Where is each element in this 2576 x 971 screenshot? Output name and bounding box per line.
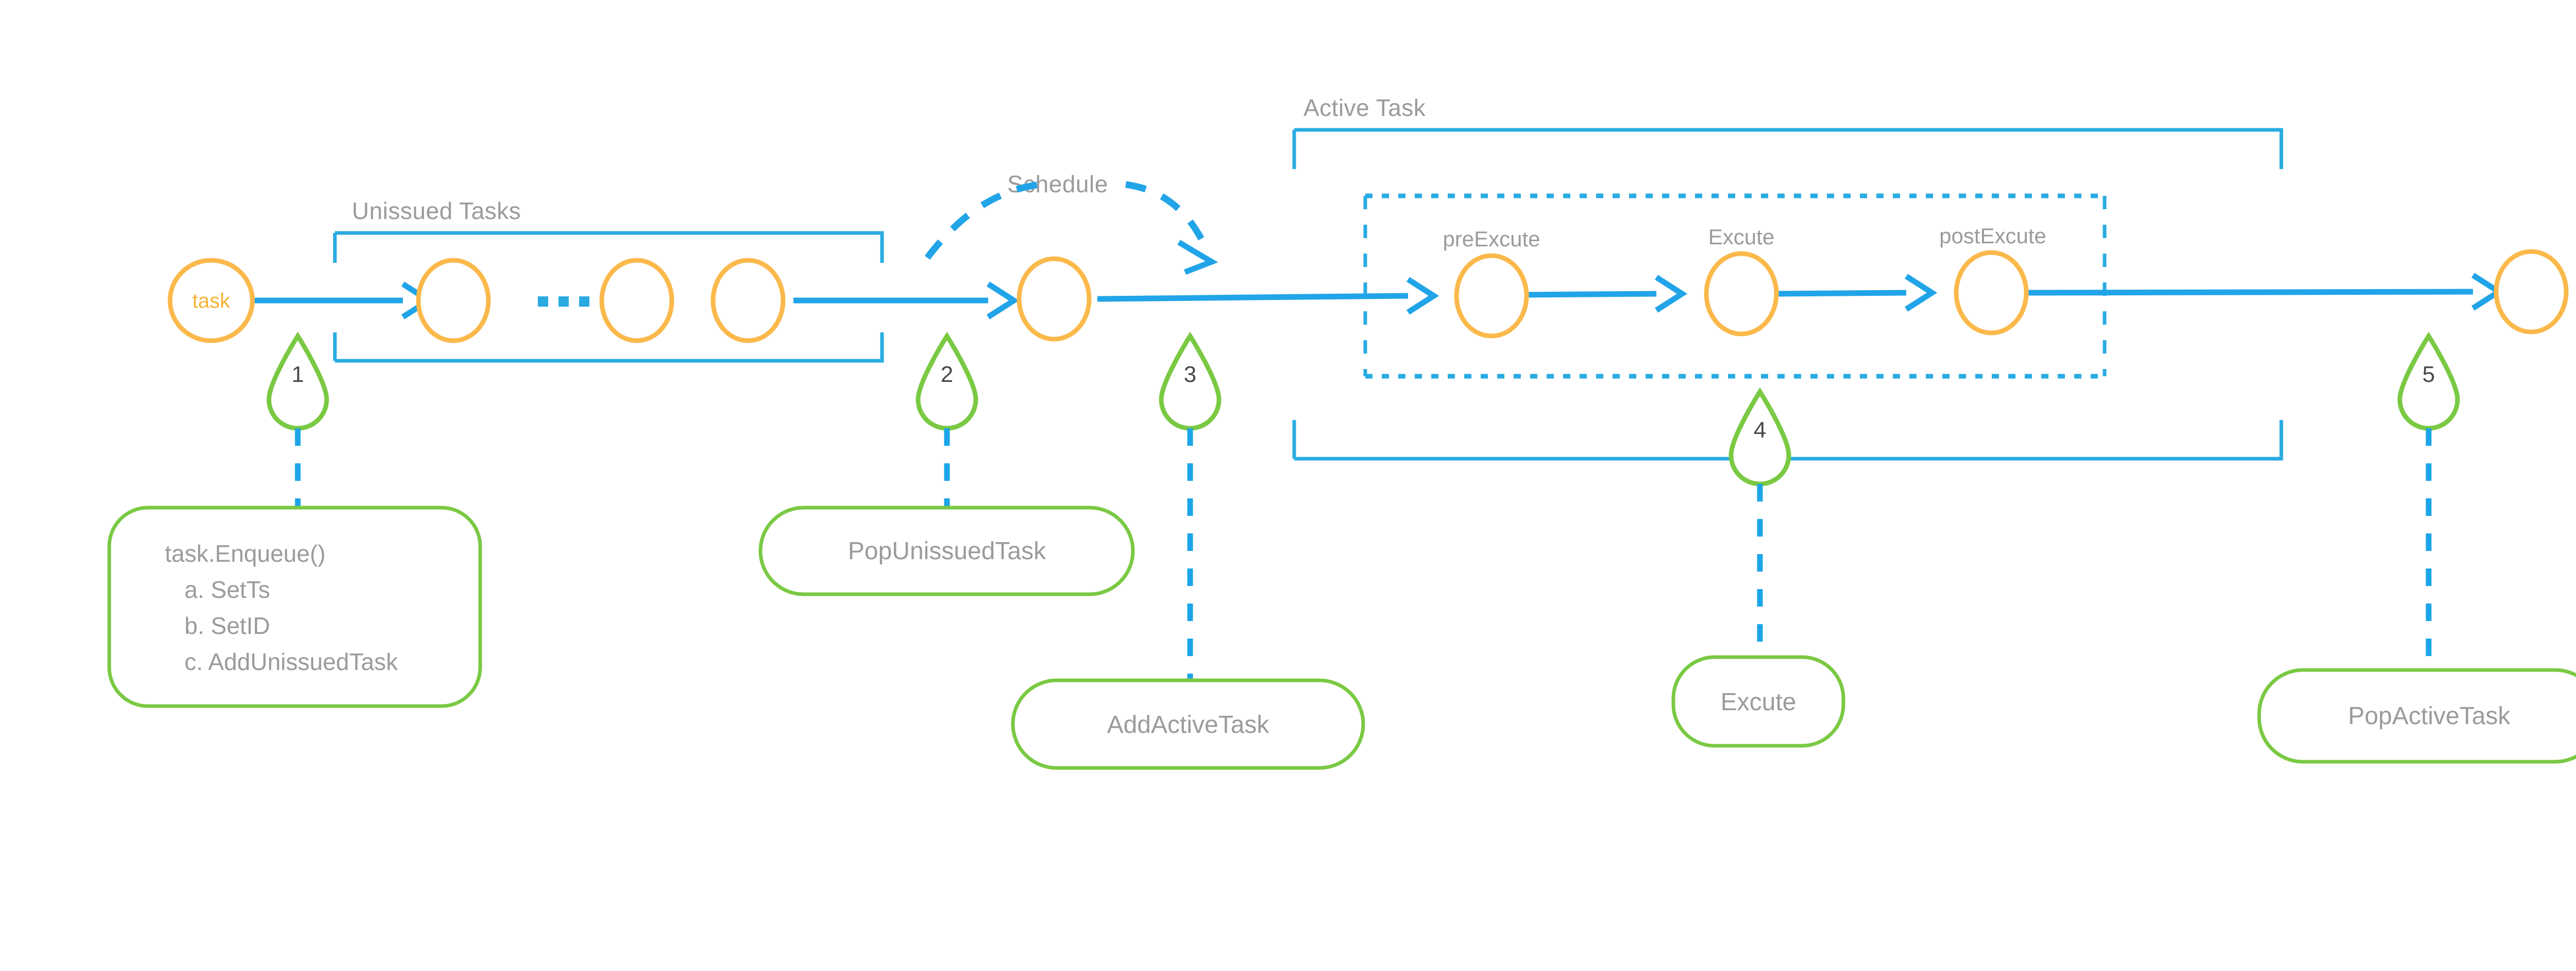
- group-label-unissued-tasks: Unissued Tasks: [352, 197, 521, 224]
- node-queued-3[interactable]: [710, 258, 786, 343]
- marker-3-number: 3: [1184, 362, 1196, 387]
- marker-2-number: 2: [941, 362, 953, 387]
- node-post-excute[interactable]: [1954, 250, 2029, 336]
- queue-ellipsis-icon: [538, 296, 589, 307]
- node-pre-excute[interactable]: [1454, 253, 1529, 339]
- stage-label-excute: Excute: [1708, 225, 1774, 249]
- flow-line-preexcute-to-excute: [1524, 291, 1657, 298]
- flow-arrow-excute-to-postexcute: [1905, 274, 1938, 312]
- flow-arrow-queue-to-scheduled: [987, 281, 1020, 320]
- node-done[interactable]: [2494, 249, 2569, 334]
- flow-line-excute-to-postexcute: [1775, 290, 1907, 297]
- node-queued-2[interactable]: [599, 258, 674, 343]
- callout-5[interactable]: PopActiveTask: [2257, 668, 2576, 764]
- callout-5-label: PopActiveTask: [2348, 702, 2511, 730]
- callout-1-line-4: c. AddUnissuedTask: [184, 648, 398, 675]
- node-excute[interactable]: [1704, 251, 1779, 337]
- marker-5-number: 5: [2422, 362, 2435, 387]
- callout-4-label: Excute: [1721, 689, 1797, 716]
- schedule-arc-right: [1125, 181, 1209, 249]
- marker-2[interactable]: 2: [916, 331, 978, 431]
- active-task-bracket-top: [1292, 128, 2283, 169]
- node-task-label: task: [192, 290, 230, 312]
- active-task-bracket-bottom: [1292, 420, 2283, 461]
- marker-4-number: 4: [1754, 417, 1766, 443]
- node-scheduled[interactable]: [1016, 256, 1092, 342]
- callout-3-label: AddActiveTask: [1107, 711, 1270, 739]
- stage-label-pre-excute: preExcute: [1443, 227, 1540, 251]
- unissued-tasks-bracket-top: [333, 231, 884, 263]
- marker-1-number: 1: [292, 362, 304, 387]
- node-task[interactable]: [167, 258, 255, 343]
- callout-2[interactable]: PopUnissuedTask: [758, 506, 1135, 596]
- flow-line-scheduled-to-preexcute: [1097, 293, 1409, 302]
- callout-4[interactable]: Excute: [1671, 655, 1845, 748]
- callout-1-line-2: a. SetTs: [184, 576, 270, 603]
- schedule-arc-left: [924, 180, 1054, 260]
- marker-4[interactable]: 4: [1728, 387, 1791, 487]
- callout-1-line-1: task.Enqueue(): [165, 540, 326, 567]
- unissued-tasks-bracket-bottom: [333, 332, 884, 363]
- callout-3[interactable]: AddActiveTask: [1011, 678, 1365, 770]
- callout-1-line-3: b. SetID: [184, 612, 270, 639]
- marker-5[interactable]: 5: [2397, 331, 2460, 431]
- marker-3[interactable]: 3: [1159, 331, 1222, 431]
- marker-1[interactable]: 1: [266, 331, 329, 431]
- flow-line-postexcute-to-done: [2024, 289, 2473, 296]
- stage-label-post-excute: postExcute: [1939, 224, 2046, 248]
- schedule-arrow-head: [1177, 240, 1218, 275]
- node-queued-1[interactable]: [416, 258, 491, 343]
- callout-2-label: PopUnissuedTask: [848, 538, 1046, 565]
- flow-arrow-preexcute-to-excute: [1655, 275, 1688, 313]
- callout-1[interactable]: task.Enqueue() a. SetTs b. SetID c. AddU…: [107, 506, 482, 708]
- group-label-schedule: Schedule: [1007, 171, 1108, 197]
- group-label-active-task: Active Task: [1303, 94, 1426, 121]
- flow-arrow-scheduled-to-preexcute: [1406, 277, 1439, 315]
